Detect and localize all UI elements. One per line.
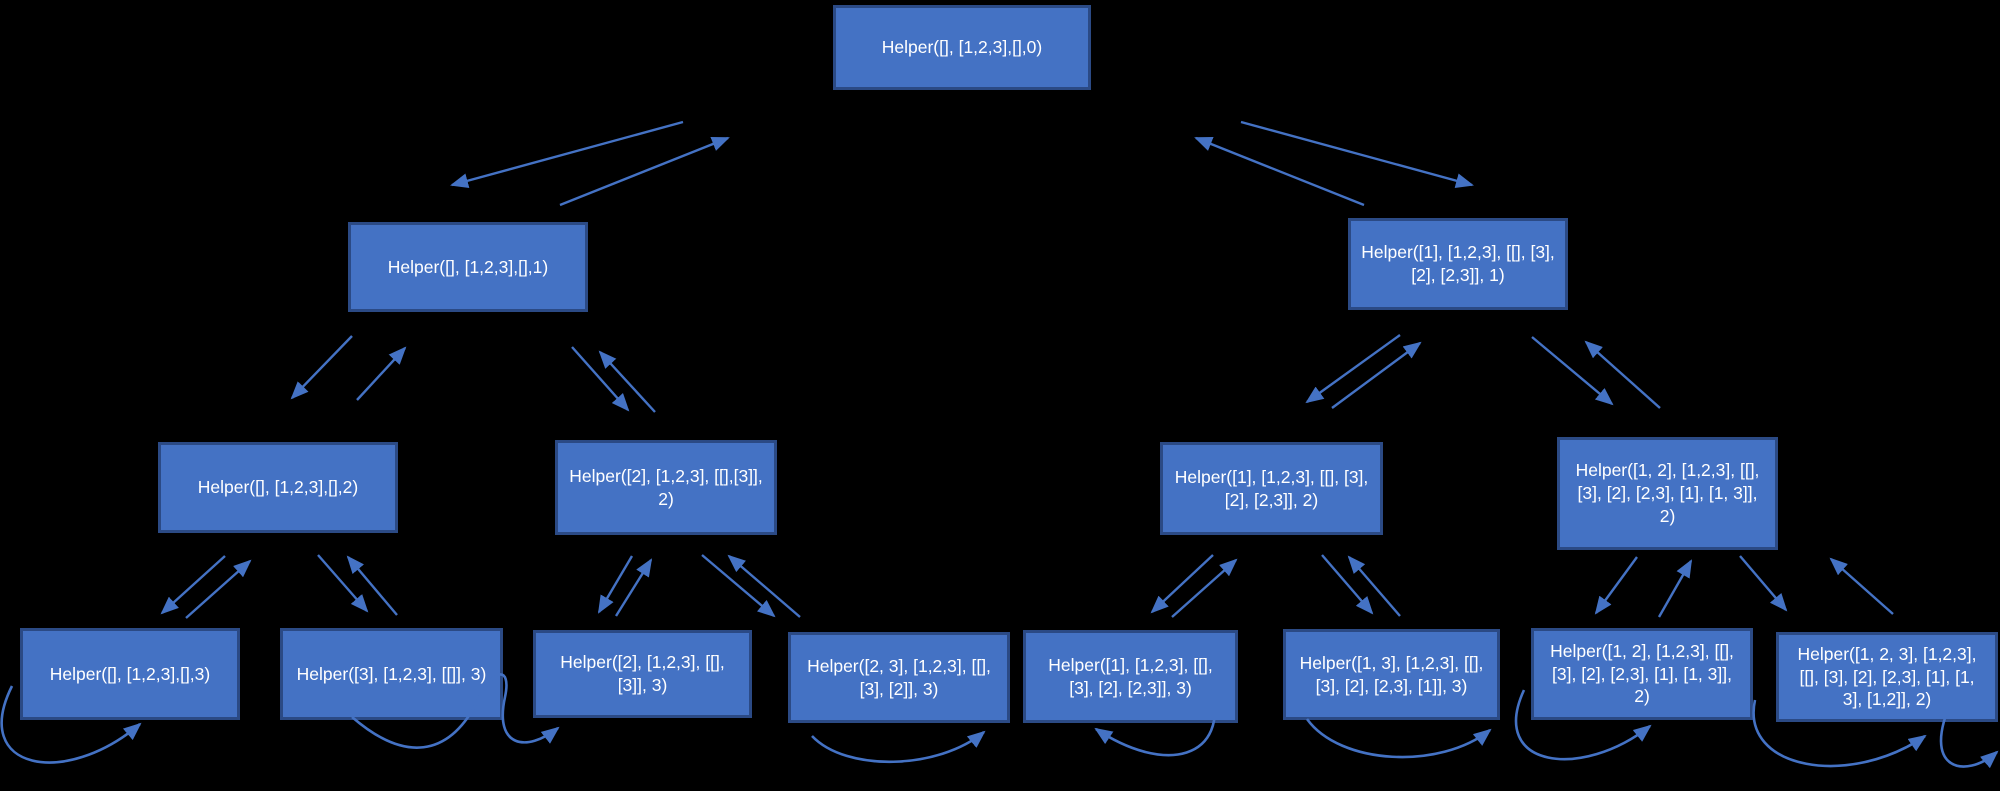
return-arrow: [1657, 559, 1693, 618]
call-arrow: [160, 555, 226, 615]
base-case-loop-arrow: [811, 730, 986, 764]
node-leaf-6: Helper([1, 3], [1,2,3], [[], [3], [2], […: [1283, 629, 1500, 720]
node-root: Helper([], [1,2,3],[],0): [833, 5, 1091, 90]
node-leaf-4: Helper([2, 3], [1,2,3], [[], [3], [2]], …: [788, 632, 1010, 723]
return-arrow: [614, 558, 653, 617]
node-level2-right: Helper([1], [1,2,3], [[], [3], [2], [2,3…: [1348, 218, 1568, 310]
node-level3-a: Helper([], [1,2,3],[],2): [158, 442, 398, 533]
call-arrow: [1739, 555, 1788, 612]
node-level3-d: Helper([1, 2], [1,2,3], [[], [3], [2], […: [1557, 437, 1778, 550]
call-arrow: [571, 346, 630, 412]
return-arrow: [1584, 340, 1661, 409]
return-arrow: [185, 559, 252, 619]
node-leaf-5: Helper([1], [1,2,3], [[], [3], [2], [2,3…: [1023, 630, 1238, 723]
call-arrow: [1531, 336, 1614, 406]
call-arrow: [317, 554, 369, 613]
call-arrow: [1305, 334, 1401, 404]
node-leaf-3: Helper([2], [1,2,3], [[],[3]], 3): [533, 630, 752, 718]
call-arrow: [1594, 556, 1638, 615]
node-level3-b: Helper([2], [1,2,3], [[],[3]], 2): [555, 440, 777, 535]
node-leaf-7: Helper([1, 2], [1,2,3], [[], [3], [2], […: [1531, 628, 1753, 720]
node-leaf-8: Helper([1, 2, 3], [1,2,3], [[], [3], [2]…: [1776, 632, 1998, 722]
call-arrow: [1150, 554, 1214, 614]
return-arrow: [1829, 557, 1894, 615]
call-arrow: [290, 335, 353, 400]
node-level2-left: Helper([], [1,2,3],[],1): [348, 222, 588, 312]
return-arrow: [1171, 558, 1238, 618]
node-leaf-2: Helper([3], [1,2,3], [[]], 3): [280, 628, 503, 720]
return-arrow: [727, 554, 801, 618]
return-arrow: [346, 555, 398, 616]
return-arrow: [1331, 341, 1422, 409]
return-arrow: [598, 350, 656, 413]
return-arrow: [559, 136, 730, 207]
call-arrow: [597, 555, 634, 614]
call-arrow: [450, 120, 684, 189]
return-arrow: [356, 346, 407, 401]
call-arrow: [701, 554, 776, 618]
return-arrow: [1194, 136, 1365, 207]
node-level3-c: Helper([1], [1,2,3], [[], [3], [2], [2,3…: [1160, 442, 1383, 535]
base-case-loop-arrow: [1305, 718, 1492, 759]
return-arrow: [1347, 555, 1401, 617]
call-arrow: [1240, 120, 1474, 189]
call-arrow: [1321, 554, 1374, 615]
node-leaf-1: Helper([], [1,2,3],[],3): [20, 628, 240, 720]
